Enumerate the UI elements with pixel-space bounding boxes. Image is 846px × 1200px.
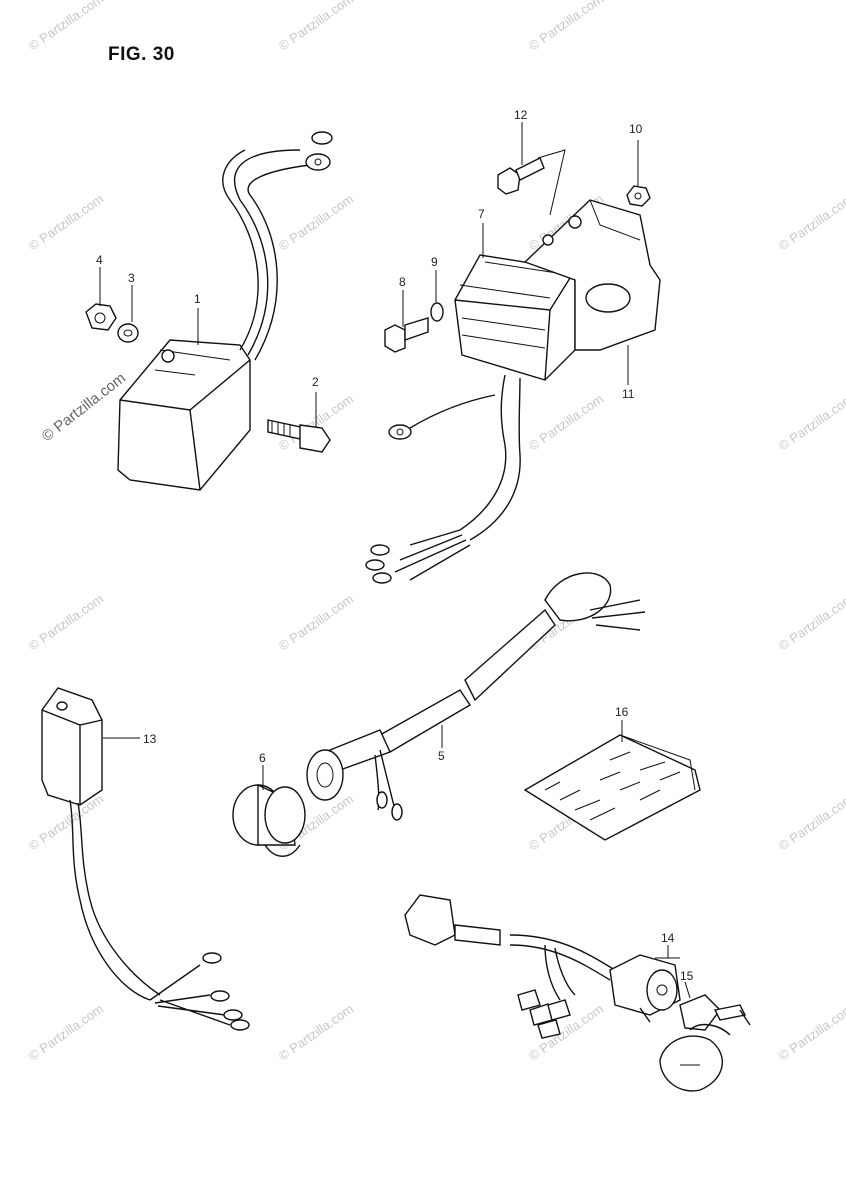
washer-part-9 <box>430 302 444 322</box>
bolt-part-12 <box>497 157 545 195</box>
rectifier-harness <box>365 374 521 584</box>
callout-1: 1 <box>194 292 201 306</box>
callout-7: 7 <box>478 207 485 221</box>
callout-15: 15 <box>680 969 694 983</box>
washer-part-3 <box>117 323 139 343</box>
callout-5: 5 <box>438 749 445 763</box>
callout-2: 2 <box>312 375 319 389</box>
bolt-part-8 <box>384 317 429 353</box>
callout-labels: 1 2 3 4 5 6 7 8 9 10 11 12 13 14 15 16 <box>96 108 694 983</box>
callout-16: 16 <box>615 705 629 719</box>
ignition-switch-part-14 <box>609 954 681 1023</box>
connector-cap-part-6 <box>232 783 306 857</box>
callout-8: 8 <box>399 275 406 289</box>
bolt-part-2 <box>267 419 331 453</box>
callout-12: 12 <box>514 108 528 122</box>
callout-3: 3 <box>128 271 135 285</box>
figure-title: FIG. 30 <box>108 44 175 65</box>
callout-9: 9 <box>431 255 438 269</box>
ignition-harness <box>404 894 616 1039</box>
callout-4: 4 <box>96 253 103 267</box>
callout-14: 14 <box>661 931 675 945</box>
callout-11: 11 <box>622 387 635 401</box>
callout-13: 13 <box>143 732 157 746</box>
harness-part-5 <box>306 572 646 821</box>
bracket-part-11 <box>523 199 661 351</box>
key-part-15 <box>659 994 751 1092</box>
parts-bag-part-16 <box>523 734 701 841</box>
callout-6: 6 <box>259 751 266 765</box>
nut-part-4 <box>85 303 117 331</box>
callout-10: 10 <box>629 122 643 136</box>
leader-lines <box>99 122 691 999</box>
cdi-unit-drawing <box>117 131 333 491</box>
module-part-13 <box>41 687 250 1031</box>
nut-part-10 <box>626 185 651 207</box>
